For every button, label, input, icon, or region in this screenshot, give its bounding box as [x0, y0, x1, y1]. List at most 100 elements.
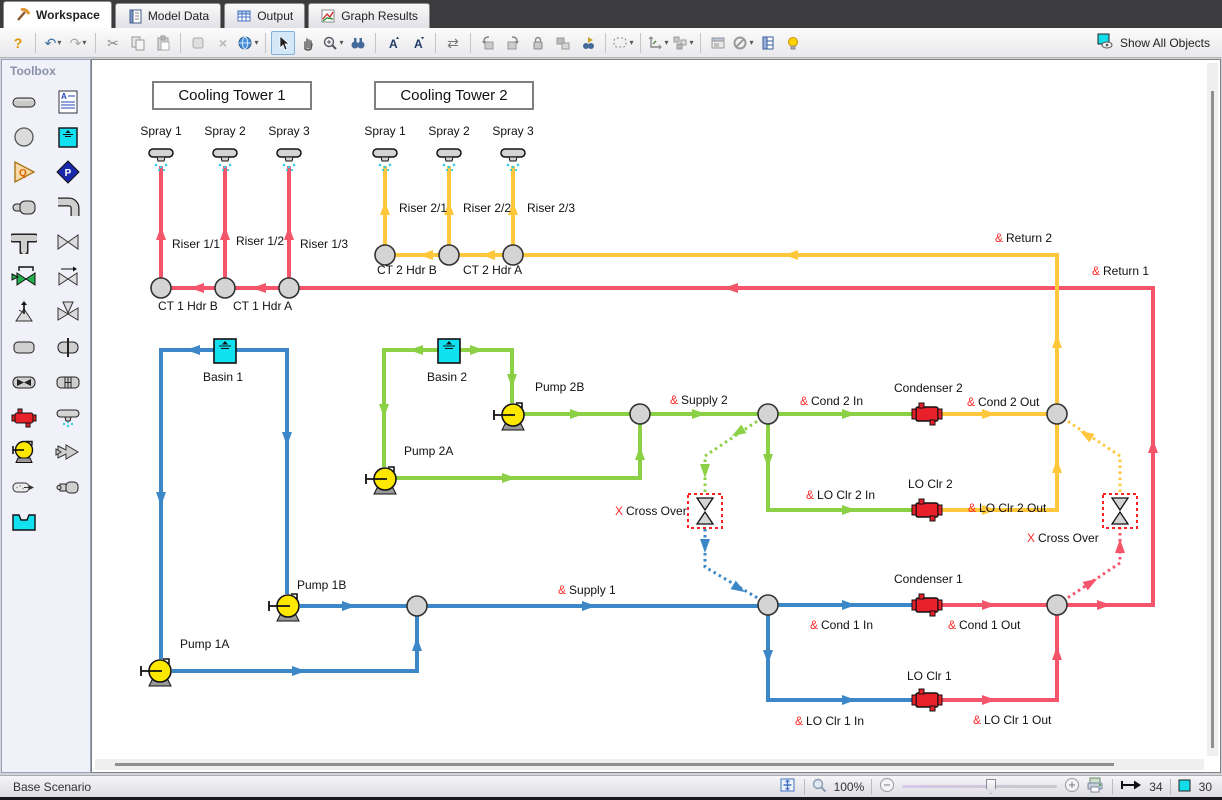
tool-tee[interactable]	[8, 228, 40, 256]
reverse-direction-button[interactable]: ⇄	[441, 31, 465, 55]
horizontal-scrollbar[interactable]	[95, 759, 1204, 770]
tool-turbine[interactable]	[52, 438, 84, 466]
workspace-canvas[interactable]	[91, 59, 1221, 773]
tab-model-data[interactable]: Model Data	[115, 3, 221, 28]
web-button[interactable]: ▾	[236, 31, 260, 55]
pump-tool-icon	[11, 440, 37, 464]
zoom-level-label: 100%	[834, 780, 865, 794]
tool-bend[interactable]	[52, 193, 84, 221]
font-decrease-button[interactable]: A	[406, 31, 430, 55]
tool-spray-discharge[interactable]	[52, 403, 84, 431]
vertical-scrollbar-thumb[interactable]	[1211, 91, 1214, 748]
highlight-button[interactable]	[781, 31, 805, 55]
help-button[interactable]: ?	[6, 31, 30, 55]
tool-jet-pump[interactable]	[8, 473, 40, 501]
tab-output[interactable]: Output	[224, 3, 305, 28]
tool-assigned-pressure[interactable]: P	[52, 158, 84, 186]
tool-heat-exchanger[interactable]	[8, 403, 40, 431]
main-toolbar: ? ↶▾ ↷▾ ✂ × ▾ ▾ A A ⇄ ▾ ▾ ▾ ▾	[0, 28, 1222, 58]
tool-valve[interactable]	[52, 228, 84, 256]
goto-binoculars-icon	[580, 35, 596, 51]
morph-button[interactable]	[551, 31, 575, 55]
reverse-arrows-icon: ⇄	[447, 36, 459, 50]
rotate-left-button[interactable]	[476, 31, 500, 55]
dropdown-caret[interactable]: ▾	[339, 38, 343, 47]
dropdown-caret[interactable]: ▾	[82, 38, 86, 47]
fit-view-button[interactable]	[779, 777, 797, 796]
undo-button[interactable]: ↶▾	[41, 31, 65, 55]
zoom-icon	[322, 35, 338, 51]
tool-open-tank[interactable]	[8, 508, 40, 536]
toolbox-panel: Toolbox A Q P	[1, 59, 91, 773]
horizontal-scrollbar-thumb[interactable]	[115, 763, 1114, 766]
tool-check-valve[interactable]	[52, 263, 84, 291]
tool-orifice[interactable]	[52, 473, 84, 501]
delete-button[interactable]: ×	[211, 31, 235, 55]
find-button[interactable]	[346, 31, 370, 55]
general-component-tool-icon	[11, 335, 37, 359]
dropdown-caret[interactable]: ▾	[749, 38, 753, 47]
zoom-out-button[interactable]	[879, 777, 895, 796]
scale-position-button[interactable]: ▾	[646, 31, 670, 55]
zoom-tool-button[interactable]: ▾	[321, 31, 345, 55]
cut-button[interactable]: ✂	[101, 31, 125, 55]
tool-reducer[interactable]	[8, 193, 40, 221]
shapes-icon	[555, 35, 571, 51]
duplicate-button[interactable]	[186, 31, 210, 55]
lock-icon	[530, 35, 546, 51]
dropdown-caret[interactable]: ▾	[664, 38, 668, 47]
vertical-scrollbar[interactable]	[1207, 63, 1218, 756]
select-tool-button[interactable]	[271, 31, 295, 55]
help-icon: ?	[14, 36, 23, 50]
dropdown-caret[interactable]: ▾	[629, 38, 633, 47]
tool-annotation[interactable]: A	[52, 88, 84, 116]
tool-branch[interactable]	[8, 123, 40, 151]
tool-three-way-valve[interactable]	[52, 298, 84, 326]
disable-button[interactable]: ▾	[731, 31, 755, 55]
list-windows-button[interactable]	[756, 31, 780, 55]
tool-tube-bundle[interactable]	[52, 368, 84, 396]
tool-pipe[interactable]	[8, 88, 40, 116]
tab-workspace-label: Workspace	[36, 8, 100, 22]
toolbar-separator	[640, 33, 641, 53]
relief-valve-tool-icon	[11, 300, 37, 324]
lock-button[interactable]	[526, 31, 550, 55]
bend-tool-icon	[55, 195, 81, 219]
jet-pump-tool-icon	[11, 475, 37, 499]
tool-general-component[interactable]	[8, 333, 40, 361]
tool-control-valve[interactable]	[8, 263, 40, 291]
find-workspace-button[interactable]	[576, 31, 600, 55]
properties-window-button[interactable]	[706, 31, 730, 55]
rotate-right-button[interactable]	[501, 31, 525, 55]
show-all-objects-label[interactable]: Show All Objects	[1120, 36, 1210, 50]
tool-pump[interactable]	[8, 438, 40, 466]
zoom-slider-thumb[interactable]	[986, 779, 996, 794]
font-increase-button[interactable]: A	[381, 31, 405, 55]
rotate-right-icon	[505, 35, 521, 51]
print-preview-button[interactable]	[1087, 777, 1105, 796]
lasso-select-button[interactable]: ▾	[611, 31, 635, 55]
tool-assigned-flow[interactable]: Q	[8, 158, 40, 186]
statusbar-separator	[1170, 779, 1171, 795]
zoom-in-button[interactable]	[1064, 777, 1080, 796]
dropdown-caret[interactable]: ▾	[57, 38, 61, 47]
hand-icon	[300, 35, 316, 51]
statusbar-separator	[871, 779, 872, 795]
arrange-button[interactable]: ▾	[671, 31, 695, 55]
paste-button[interactable]	[151, 31, 175, 55]
pan-tool-button[interactable]	[296, 31, 320, 55]
dropdown-caret[interactable]: ▾	[689, 38, 693, 47]
tab-output-label: Output	[257, 9, 293, 23]
tool-venturi[interactable]	[8, 368, 40, 396]
tab-graph-results[interactable]: Graph Results	[308, 3, 430, 28]
tool-gate-valve[interactable]	[52, 333, 84, 361]
check-valve-tool-icon	[55, 265, 81, 289]
copy-button[interactable]	[126, 31, 150, 55]
dropdown-caret[interactable]: ▾	[254, 38, 258, 47]
zoom-slider[interactable]	[902, 785, 1057, 788]
tool-relief-valve[interactable]	[8, 298, 40, 326]
redo-button[interactable]: ↷▾	[66, 31, 90, 55]
tab-workspace[interactable]: Workspace	[3, 1, 112, 28]
rotate-left-icon	[480, 35, 496, 51]
tool-reservoir[interactable]	[52, 123, 84, 151]
